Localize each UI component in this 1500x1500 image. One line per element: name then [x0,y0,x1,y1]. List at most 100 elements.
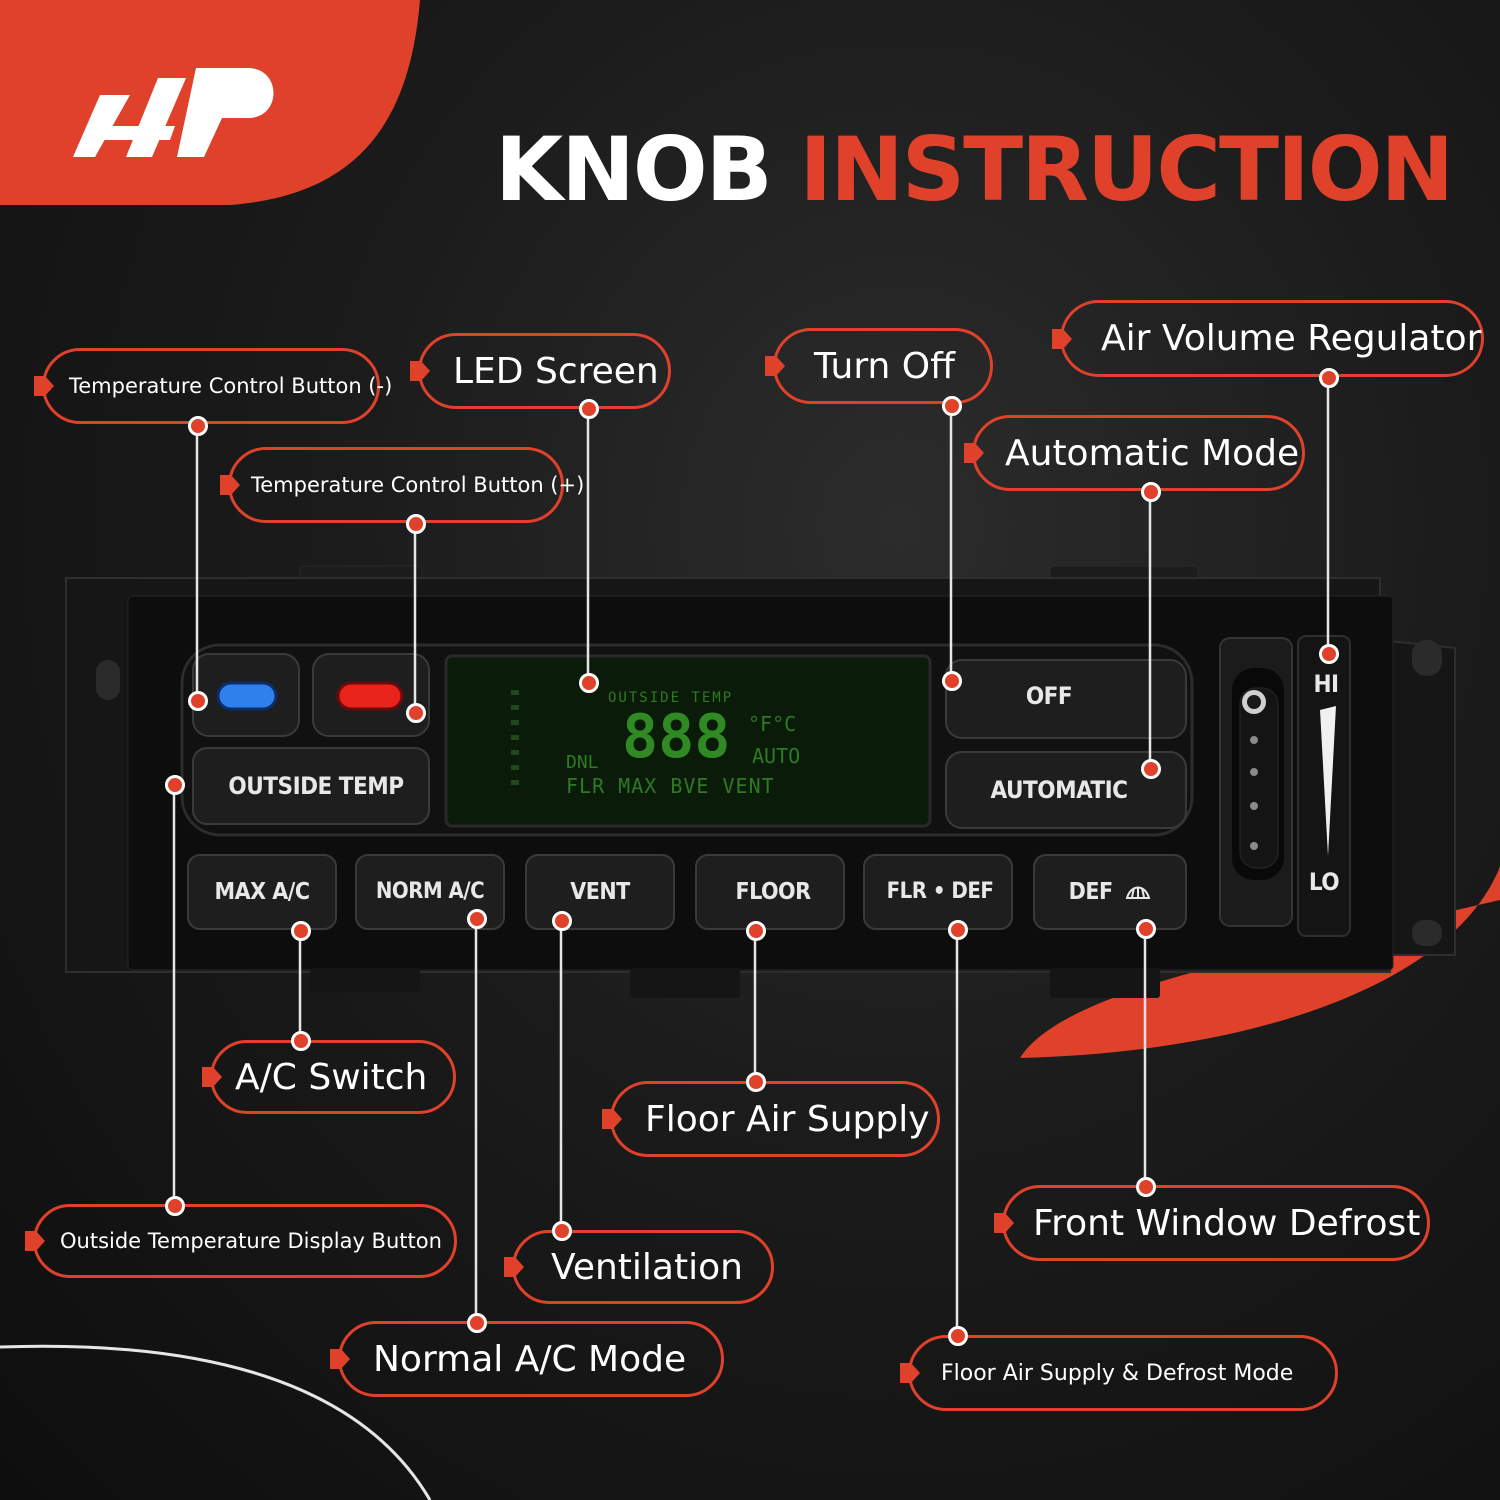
callout-label: Floor Air Supply [645,1098,930,1140]
off-button-label: OFF [1025,682,1073,710]
callout-temp-plus: Temperature Control Button (+) [220,447,584,523]
floor-button-label: FLOOR [735,879,811,905]
dot-vent-button [552,911,572,931]
dot-flr-def-button [948,920,968,940]
arc-line-bottom-left [0,1344,432,1500]
brand-logo [73,68,274,157]
lcd-segments [511,690,519,785]
callout-air-volume: Air Volume Regulator [1052,300,1484,377]
dot-air-dial [1319,644,1339,664]
dot-floor-callout [746,1072,766,1092]
callout-label: LED Screen [453,350,659,392]
callout-turn-off: Turn Off [765,328,993,404]
callout-arrow-icon [964,443,984,463]
lcd-auto: AUTO [752,744,801,768]
dot-outside-temp-callout [165,1196,185,1216]
dot-floor-button [746,921,766,941]
callout-arrow-icon [34,376,54,396]
fan-speed-dial [1219,635,1351,937]
callout-led-screen: LED Screen [410,333,671,409]
fan-lo-label: LO [1308,868,1340,896]
callout-outside-temp-display: Outside Temperature Display Button [25,1204,457,1278]
callout-automatic-mode: Automatic Mode [964,415,1305,491]
callout-floor-air: Floor Air Supply [602,1081,940,1157]
dot-flr-def-callout [948,1326,968,1346]
lcd-outside-temp-text: OUTSIDE TEMP [608,690,734,706]
dot-temp-plus-top [406,514,426,534]
lcd-digits: 888 [622,702,731,772]
callout-label: Automatic Mode [1005,432,1300,474]
dot-norm-ac-button [467,909,487,929]
dot-ventilation-callout [552,1221,572,1241]
lcd-bottom-row: FLR MAX BVE VENT [566,774,775,798]
page-title: KNOB INSTRUCTION [495,118,1454,221]
callout-label: Air Volume Regulator [1101,318,1482,359]
callout-label: Outside Temperature Display Button [60,1229,442,1253]
callout-label: A/C Switch [235,1056,428,1098]
title-word-instruction: INSTRUCTION [799,118,1454,221]
swoosh-shape-right [1020,760,1500,1058]
callout-label: Temperature Control Button (-) [69,374,393,398]
callout-arrow-icon [602,1109,622,1129]
flr-def-button-label: FLR • DEF [886,879,994,904]
dot-def-callout [1136,1177,1156,1197]
callout-label: Floor Air Supply & Defrost Mode [941,1360,1294,1386]
callout-arrow-icon [25,1231,45,1251]
callout-front-defrost: Front Window Defrost [994,1185,1430,1261]
def-button-text: DEF [1068,879,1113,905]
temp-minus-button-light [216,681,278,711]
callout-arrow-icon [994,1213,1014,1233]
dot-def-button [1136,919,1156,939]
callout-leader-lines [172,377,1330,1335]
callout-ac-switch: A/C Switch [202,1040,456,1114]
dot-outside-temp-button [165,775,185,795]
dot-off-button [942,671,962,691]
fan-hi-label: HI [1313,670,1339,698]
callout-label: Turn Off [814,345,955,387]
callout-label: Normal A/C Mode [373,1338,687,1380]
callout-arrow-icon [202,1067,222,1087]
callout-arrow-icon [765,356,785,376]
dot-led-top [579,399,599,419]
dot-temp-minus-top [188,416,208,436]
callout-arrow-icon [900,1363,920,1383]
lcd-dnl: DNL [566,752,599,773]
dot-off-top [942,396,962,416]
callout-floor-defrost: Floor Air Supply & Defrost Mode [900,1335,1338,1411]
dot-normal-ac-callout [467,1313,487,1333]
automatic-button-label: AUTOMATIC [990,776,1128,804]
lcd-screen [444,654,932,828]
mode-buttons [187,854,1187,930]
callout-ventilation: Ventilation [504,1230,774,1304]
callout-arrow-icon [504,1257,524,1277]
callout-arrow-icon [1052,328,1072,349]
dot-air-top [1319,368,1339,388]
outside-temp-button-label: OUTSIDE TEMP [228,772,404,800]
callout-arrow-icon [220,475,240,495]
def-button-label: DEF [1034,879,1186,905]
dot-temp-minus-button [188,691,208,711]
dot-ac-switch-callout [291,1031,311,1051]
callout-arrow-icon [410,361,430,381]
max-ac-button-label: MAX A/C [214,879,310,905]
title-word-knob: KNOB [495,118,773,221]
dot-auto-top [1141,482,1161,502]
callout-normal-ac: Normal A/C Mode [330,1321,724,1397]
temp-plus-button-light [336,681,404,711]
callout-label: Ventilation [551,1246,743,1288]
top-buttons [192,653,1187,829]
defrost-icon [1126,886,1151,899]
norm-ac-button-label: NORM A/C [375,879,485,904]
callout-label: Front Window Defrost [1033,1202,1421,1244]
lcd-unit: °F°C [748,712,797,736]
callout-temp-minus: Temperature Control Button (-) [34,348,392,424]
dot-led-screen [579,673,599,693]
dot-auto-button [1141,759,1161,779]
callout-label: Temperature Control Button (+) [251,473,585,497]
vent-button-label: VENT [570,879,630,905]
dot-temp-plus-button [406,703,426,723]
dot-max-ac-button [291,921,311,941]
callout-arrow-icon [330,1349,350,1369]
